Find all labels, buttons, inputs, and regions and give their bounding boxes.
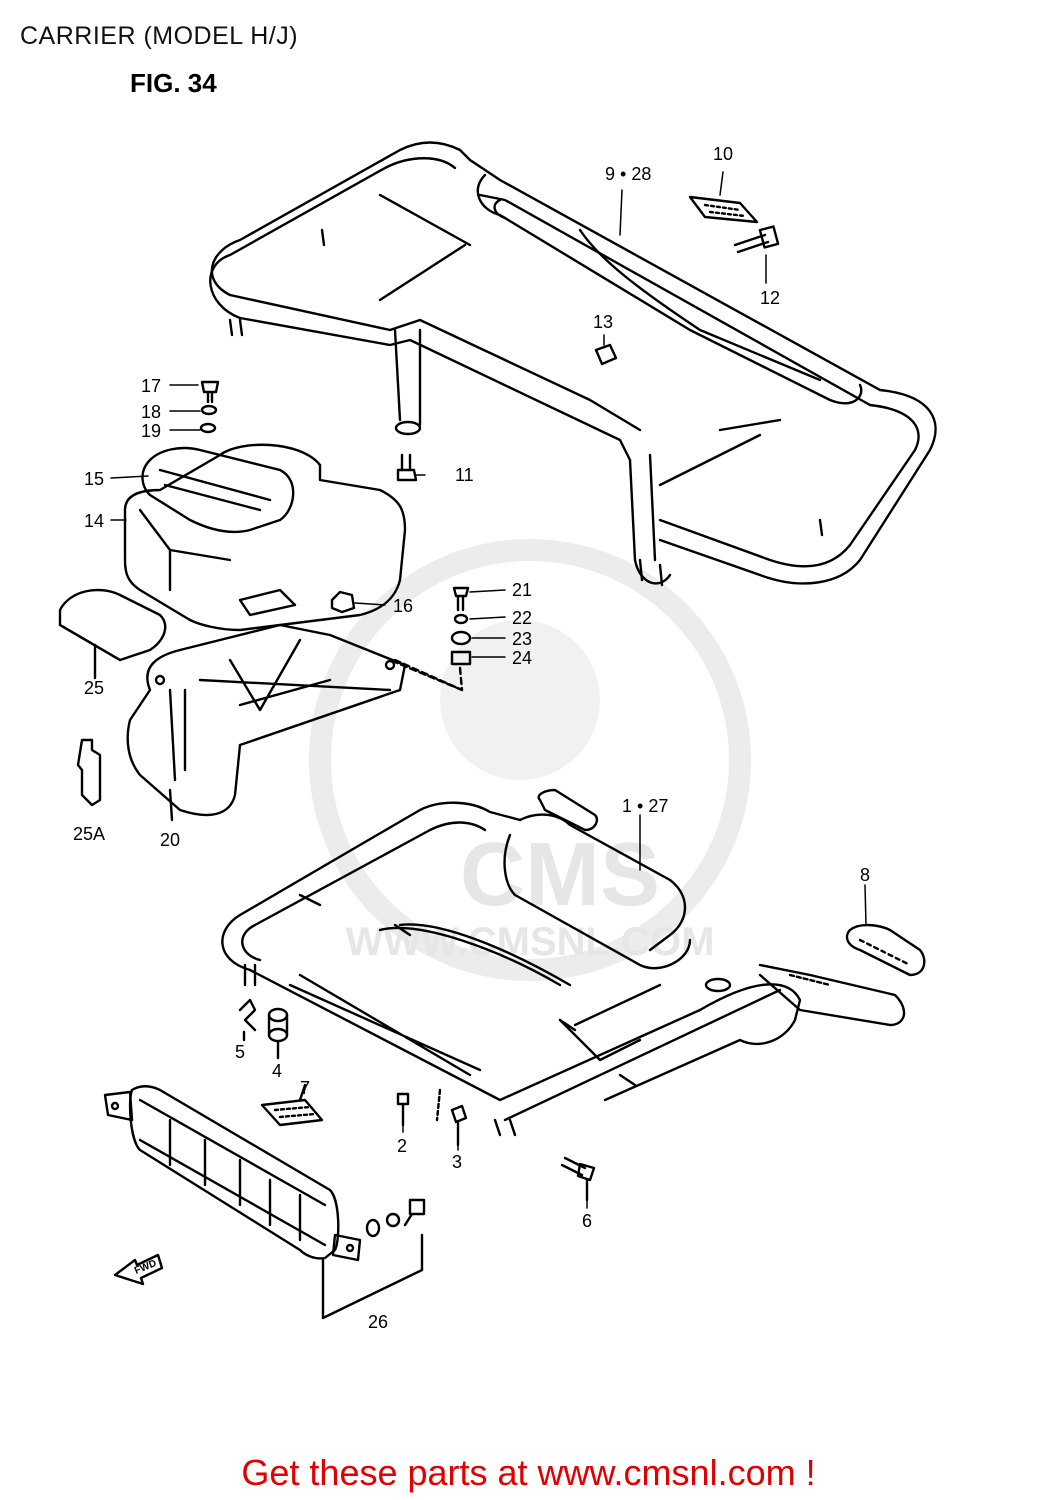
- callout-labels: 9 • 28 10 12 13 11 17 18 19 15 14 16 2 1 …: [73, 144, 870, 1332]
- washer-22: [453, 613, 469, 625]
- rubber-pad-7: [260, 1098, 324, 1127]
- nut-3: [450, 1104, 468, 1147]
- fwd-label: FWD: [133, 1258, 158, 1277]
- callout-7: 7: [300, 1078, 310, 1098]
- leader-lines: [110, 171, 867, 1209]
- clip-25a: [76, 738, 102, 807]
- cover-25: [58, 588, 167, 662]
- leader-7: [298, 1083, 307, 1102]
- upper-carrier-rack: [209, 141, 937, 587]
- callout-21: 21: [512, 580, 532, 600]
- washer-26a: [365, 1218, 381, 1238]
- callout-9-28: 9 • 28: [605, 164, 651, 184]
- washer-18: [200, 404, 218, 416]
- callout-16: 16: [393, 596, 413, 616]
- bolt-12: [733, 225, 780, 254]
- callout-17: 17: [141, 376, 161, 396]
- callout-23: 23: [512, 629, 532, 649]
- callout-20: 20: [160, 830, 180, 850]
- bolt-2: [396, 1092, 410, 1127]
- lower-carrier-rack: [221, 801, 802, 1137]
- callout-18: 18: [141, 402, 161, 422]
- washer-23: [450, 630, 472, 646]
- bolt-6: [560, 1156, 596, 1202]
- callout-22: 22: [512, 608, 532, 628]
- watermark: CMS WWW.CMSNL.COM: [309, 539, 751, 981]
- callout-25: 25: [84, 678, 104, 698]
- nut-13: [594, 343, 618, 366]
- foot-bracket-8: [758, 923, 926, 1027]
- watermark-mascot: [440, 620, 600, 780]
- callout-6: 6: [582, 1211, 592, 1231]
- fwd-arrow: [113, 1253, 164, 1286]
- callout-4: 4: [272, 1061, 282, 1081]
- front-guard-26: [103, 1085, 362, 1262]
- callout-8: 8: [860, 865, 870, 885]
- rubber-pad-10: [688, 195, 759, 224]
- collar-4: [267, 1007, 289, 1043]
- callout-24: 24: [512, 648, 532, 668]
- leader-26: [321, 1233, 424, 1320]
- collar-24: [450, 650, 472, 666]
- washer-19: [199, 422, 217, 434]
- bolt-21: [452, 586, 470, 612]
- callout-2: 2: [397, 1136, 407, 1156]
- callout-19: 19: [141, 421, 161, 441]
- callout-25a: 25A: [73, 824, 105, 844]
- nut-16: [330, 590, 356, 614]
- callout-12: 12: [760, 288, 780, 308]
- callout-13: 13: [593, 312, 613, 332]
- bolt-11: [396, 453, 418, 482]
- bolt-26: [403, 1198, 426, 1227]
- mount-plate: [537, 788, 599, 832]
- footer-link[interactable]: Get these parts at www.cmsnl.com !: [241, 1452, 816, 1493]
- bolt-17: [200, 380, 220, 404]
- callout-1-27: 1 • 27: [622, 796, 668, 816]
- tray-plate-20: [126, 623, 407, 817]
- clip-5: [238, 998, 257, 1032]
- callout-26: 26: [368, 1312, 388, 1332]
- figure-label: FIG. 34: [130, 68, 217, 98]
- callout-5: 5: [235, 1042, 245, 1062]
- page-title: CARRIER (MODEL H/J): [20, 22, 299, 50]
- callout-15: 15: [84, 469, 104, 489]
- callout-3: 3: [452, 1152, 462, 1172]
- callout-14: 14: [84, 511, 104, 531]
- leader-20: [168, 788, 174, 822]
- box-lid-15: [141, 446, 295, 534]
- washer-26b: [385, 1212, 401, 1228]
- callout-11: 11: [455, 465, 474, 485]
- watermark-logo: CMS: [460, 825, 660, 925]
- callout-10: 10: [713, 144, 733, 164]
